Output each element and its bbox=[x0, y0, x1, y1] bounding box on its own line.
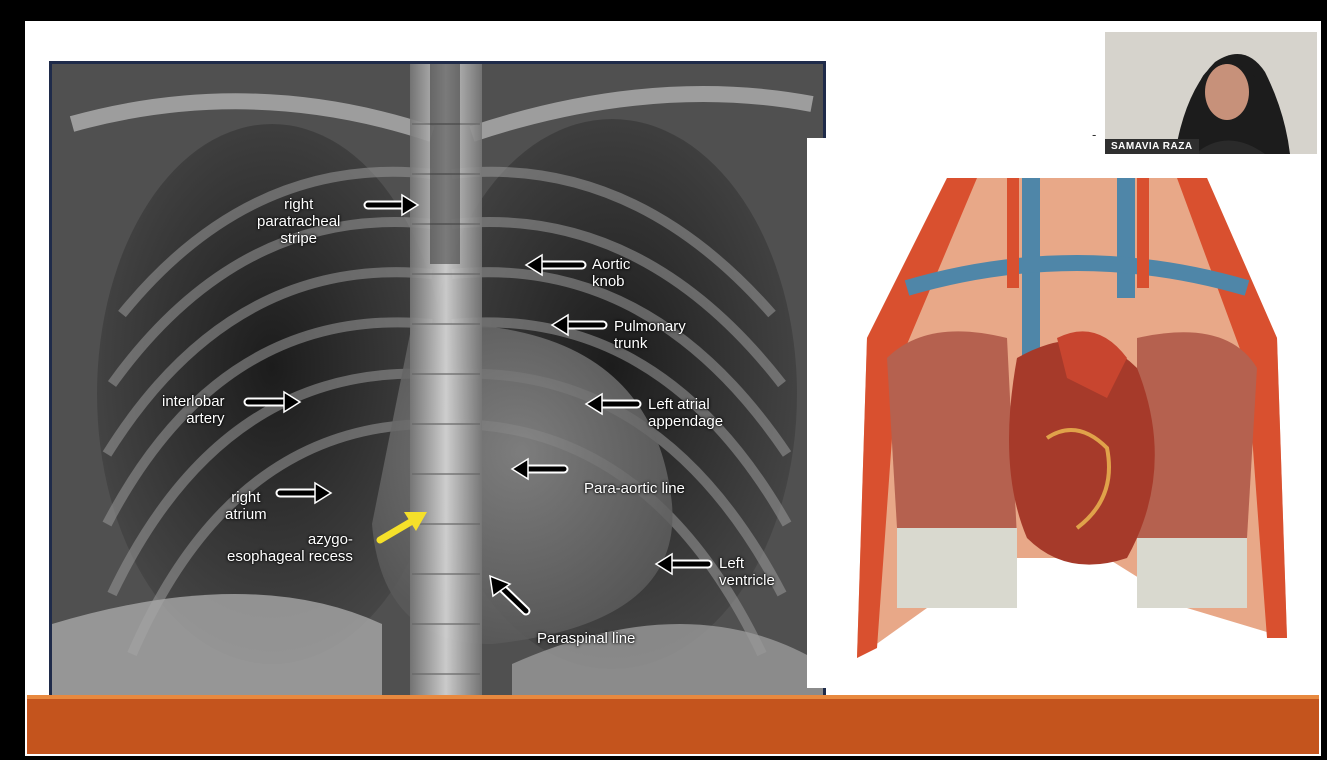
window-frame: right paratracheal stripe Aortic knob Pu… bbox=[8, 8, 1317, 750]
label-pulmonary-trunk: Pulmonary trunk bbox=[614, 318, 686, 352]
label-left-ventricle: Left ventricle bbox=[719, 555, 775, 589]
label-right-paratracheal-stripe: right paratracheal stripe bbox=[257, 196, 340, 247]
label-aortic-knob: Aortic knob bbox=[592, 256, 630, 290]
label-right-atrium: right atrium bbox=[225, 489, 267, 523]
label-interlobar-artery: interlobar artery bbox=[162, 393, 225, 427]
slide-footer-bar bbox=[27, 699, 1319, 754]
webcam-separator: - bbox=[1092, 127, 1096, 142]
chest-xray-image: right paratracheal stripe Aortic knob Pu… bbox=[49, 61, 826, 721]
presenter-name-tag: SAMAVIA RAZA bbox=[1105, 139, 1199, 154]
label-left-atrial-appendage: Left atrial appendage bbox=[648, 396, 723, 430]
heart-lungs-illustration bbox=[807, 138, 1303, 688]
xray-drawing bbox=[52, 64, 823, 718]
presenter-avatar bbox=[1105, 32, 1317, 154]
presenter-webcam[interactable]: SAMAVIA RAZA bbox=[1105, 32, 1317, 154]
label-azygo-esophageal-recess: azygo- esophageal recess bbox=[227, 531, 353, 565]
presentation-slide: right paratracheal stripe Aortic knob Pu… bbox=[25, 21, 1321, 756]
label-para-aortic-line: Para-aortic line bbox=[584, 480, 685, 497]
label-paraspinal-line: Paraspinal line bbox=[537, 630, 635, 647]
